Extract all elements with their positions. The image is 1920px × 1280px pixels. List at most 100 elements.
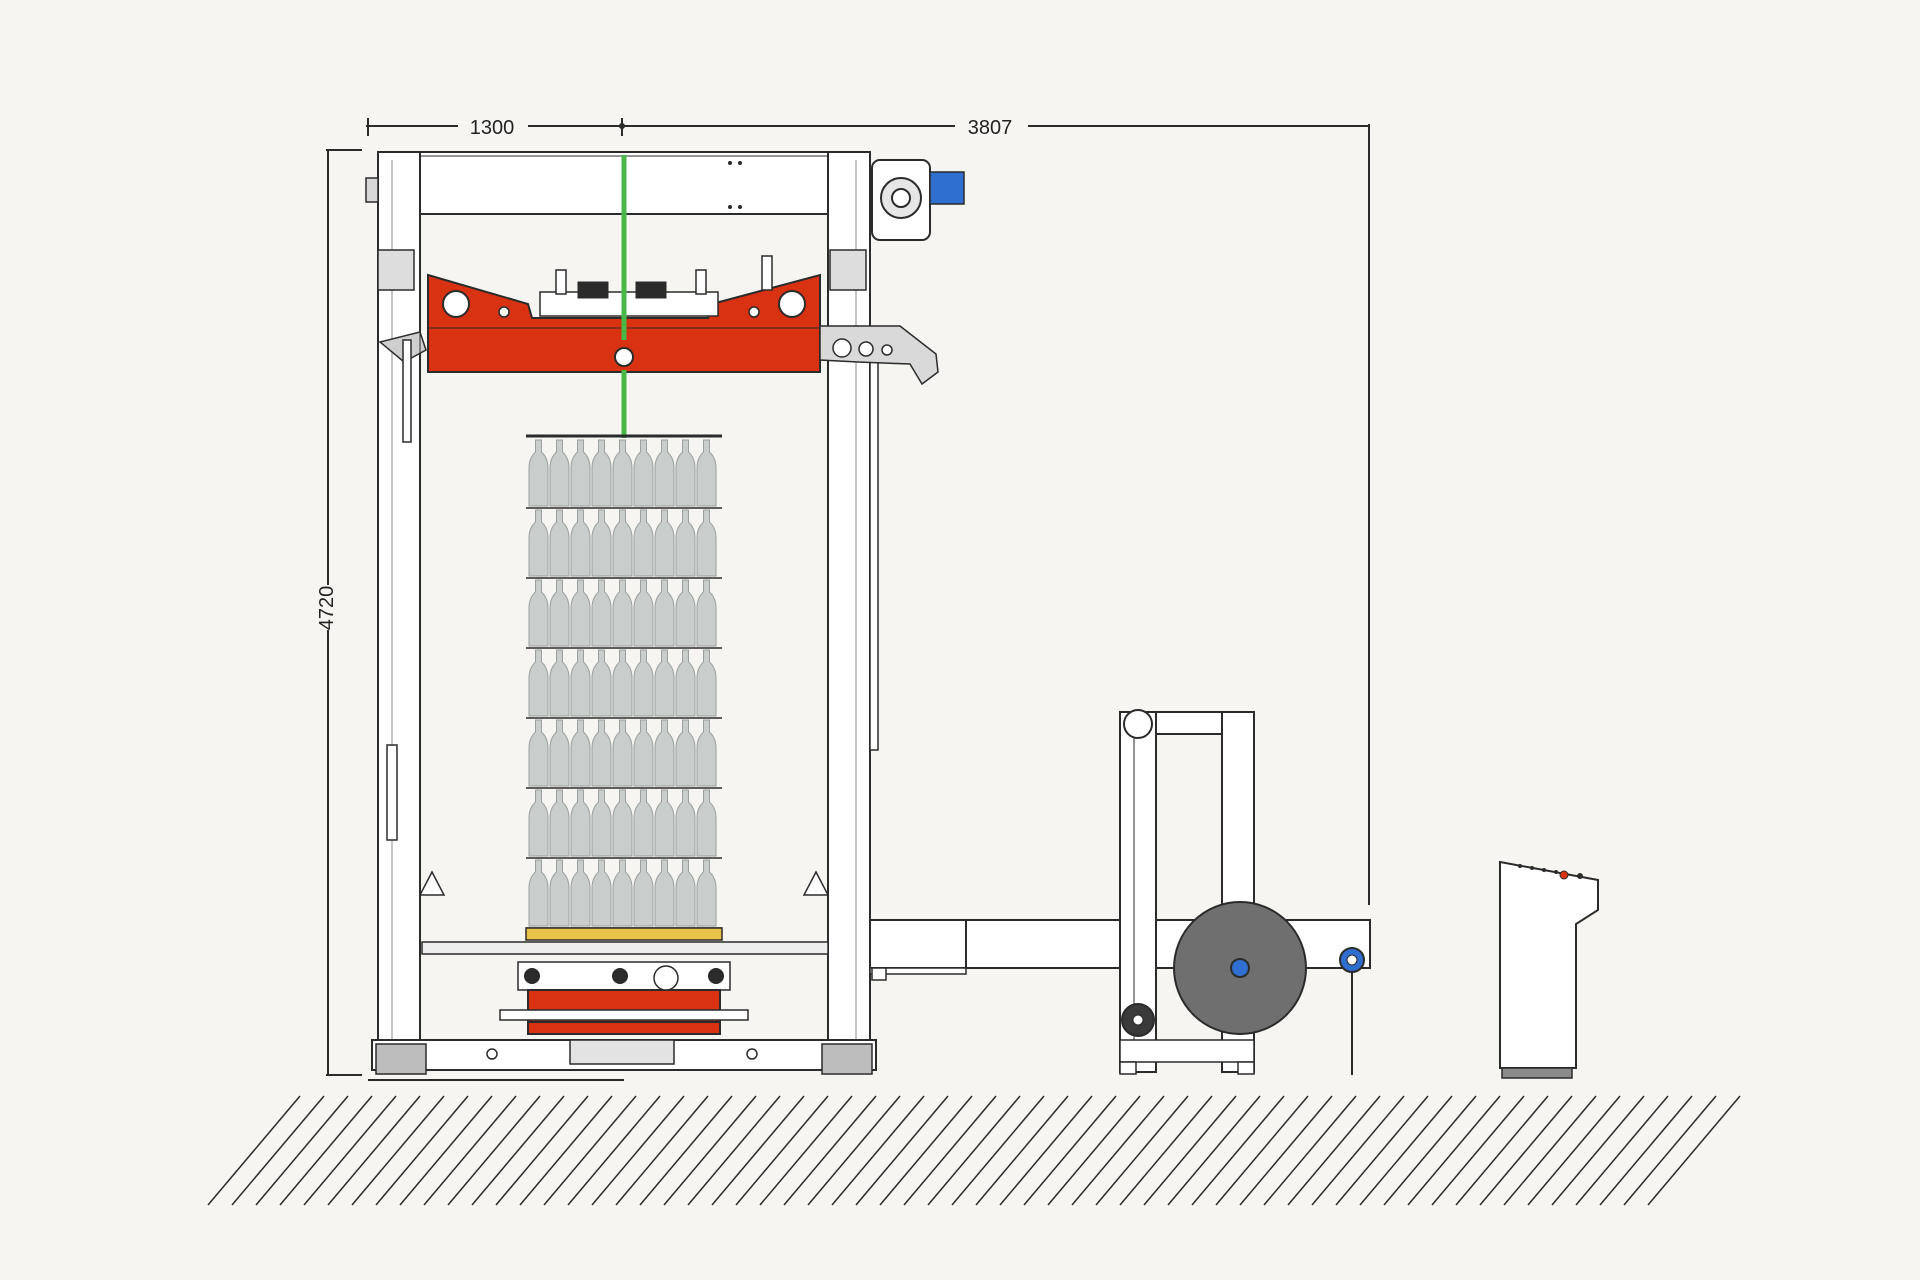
bottle xyxy=(528,649,549,717)
bottle xyxy=(528,719,549,787)
bottle xyxy=(654,719,675,787)
strap-dispenser xyxy=(1119,709,1307,1075)
bottle xyxy=(696,649,717,717)
floor xyxy=(207,1095,1741,1206)
bottle xyxy=(570,439,591,507)
bottle xyxy=(570,719,591,787)
bottle xyxy=(591,509,612,577)
bottle xyxy=(654,579,675,647)
floor-hatch-line xyxy=(1095,1095,1189,1206)
bottle xyxy=(696,859,717,927)
bottle xyxy=(633,719,654,787)
floor-hatch-line xyxy=(1023,1095,1117,1206)
floor-hatch-line xyxy=(1551,1095,1645,1206)
floor-hatch-line xyxy=(783,1095,877,1206)
bottle xyxy=(549,719,570,787)
bottle-load xyxy=(526,434,722,929)
floor-hatch-line xyxy=(375,1095,469,1206)
bottle xyxy=(612,789,633,857)
floor-hatch-line xyxy=(1215,1095,1309,1206)
bottle xyxy=(675,649,696,717)
floor-hatch-line xyxy=(1071,1095,1165,1206)
floor-hatch-line xyxy=(1599,1095,1693,1206)
bottle xyxy=(633,649,654,717)
floor-hatch-line xyxy=(975,1095,1069,1206)
bottle xyxy=(528,859,549,927)
bottle xyxy=(591,719,612,787)
floor-hatch-line xyxy=(1263,1095,1357,1206)
floor-hatch-line xyxy=(303,1095,397,1206)
floor-hatch-line xyxy=(735,1095,829,1206)
floor-hatch-line xyxy=(279,1095,373,1206)
bottle xyxy=(612,439,633,507)
floor-hatch-line xyxy=(591,1095,685,1206)
bottle xyxy=(591,789,612,857)
bottle xyxy=(675,859,696,927)
bottle xyxy=(696,439,717,507)
floor-hatch-line xyxy=(1647,1095,1741,1206)
bottle xyxy=(549,579,570,647)
pallet-conveyor xyxy=(368,870,877,1081)
floor-hatch-line xyxy=(855,1095,949,1206)
floor-hatch-line xyxy=(1503,1095,1597,1206)
floor-hatch-line xyxy=(399,1095,493,1206)
bottle xyxy=(570,509,591,577)
floor-hatch-line xyxy=(879,1095,973,1206)
floor-hatch-line xyxy=(1335,1095,1429,1206)
floor-hatch-line xyxy=(423,1095,517,1206)
floor-hatch-line xyxy=(1191,1095,1285,1206)
floor-hatch-line xyxy=(1431,1095,1525,1206)
bottle xyxy=(696,509,717,577)
bottle xyxy=(633,509,654,577)
bottle xyxy=(654,649,675,717)
bottle xyxy=(591,579,612,647)
bottle xyxy=(570,579,591,647)
floor-hatch-line xyxy=(999,1095,1093,1206)
bottle xyxy=(633,789,654,857)
dimension-width-label: 1300 xyxy=(470,117,515,139)
floor-hatch-line xyxy=(1047,1095,1141,1206)
floor-hatch-line xyxy=(831,1095,925,1206)
floor-hatch-line xyxy=(1359,1095,1453,1206)
floor-hatch-line xyxy=(231,1095,325,1206)
floor-hatch-line xyxy=(207,1095,301,1206)
floor-hatch-line xyxy=(327,1095,421,1206)
bottle xyxy=(612,509,633,577)
floor-hatch-line xyxy=(903,1095,997,1206)
bottle xyxy=(612,859,633,927)
floor-hatch-line xyxy=(1143,1095,1237,1206)
floor-hatch-line xyxy=(447,1095,541,1206)
dimension-length-label: 3807 xyxy=(968,117,1013,139)
floor-hatch-line xyxy=(1167,1095,1261,1206)
bottle xyxy=(549,789,570,857)
floor-hatch-line xyxy=(1239,1095,1333,1206)
floor-hatch-line xyxy=(1479,1095,1573,1206)
floor-hatch-line xyxy=(1311,1095,1405,1206)
floor-hatch-line xyxy=(1383,1095,1477,1206)
bottle xyxy=(591,649,612,717)
bottle xyxy=(696,579,717,647)
bottle xyxy=(654,859,675,927)
bottle xyxy=(654,789,675,857)
bottle xyxy=(696,789,717,857)
bottle xyxy=(570,859,591,927)
bottle xyxy=(528,439,549,507)
bottle xyxy=(675,439,696,507)
bottle xyxy=(591,859,612,927)
bottle xyxy=(612,649,633,717)
bottle xyxy=(675,579,696,647)
dimension-node xyxy=(619,123,625,129)
bottle xyxy=(612,719,633,787)
floor-hatch-line xyxy=(519,1095,613,1206)
floor-hatch-line xyxy=(759,1095,853,1206)
floor-hatch-line xyxy=(495,1095,589,1206)
bottle xyxy=(528,789,549,857)
bottle xyxy=(675,719,696,787)
bottle xyxy=(654,439,675,507)
floor-hatch-line xyxy=(951,1095,1045,1206)
control-panel xyxy=(1499,860,1599,1079)
dimension-height-label: 4720 xyxy=(316,586,338,631)
bottle xyxy=(549,859,570,927)
gear-motor xyxy=(871,159,965,241)
